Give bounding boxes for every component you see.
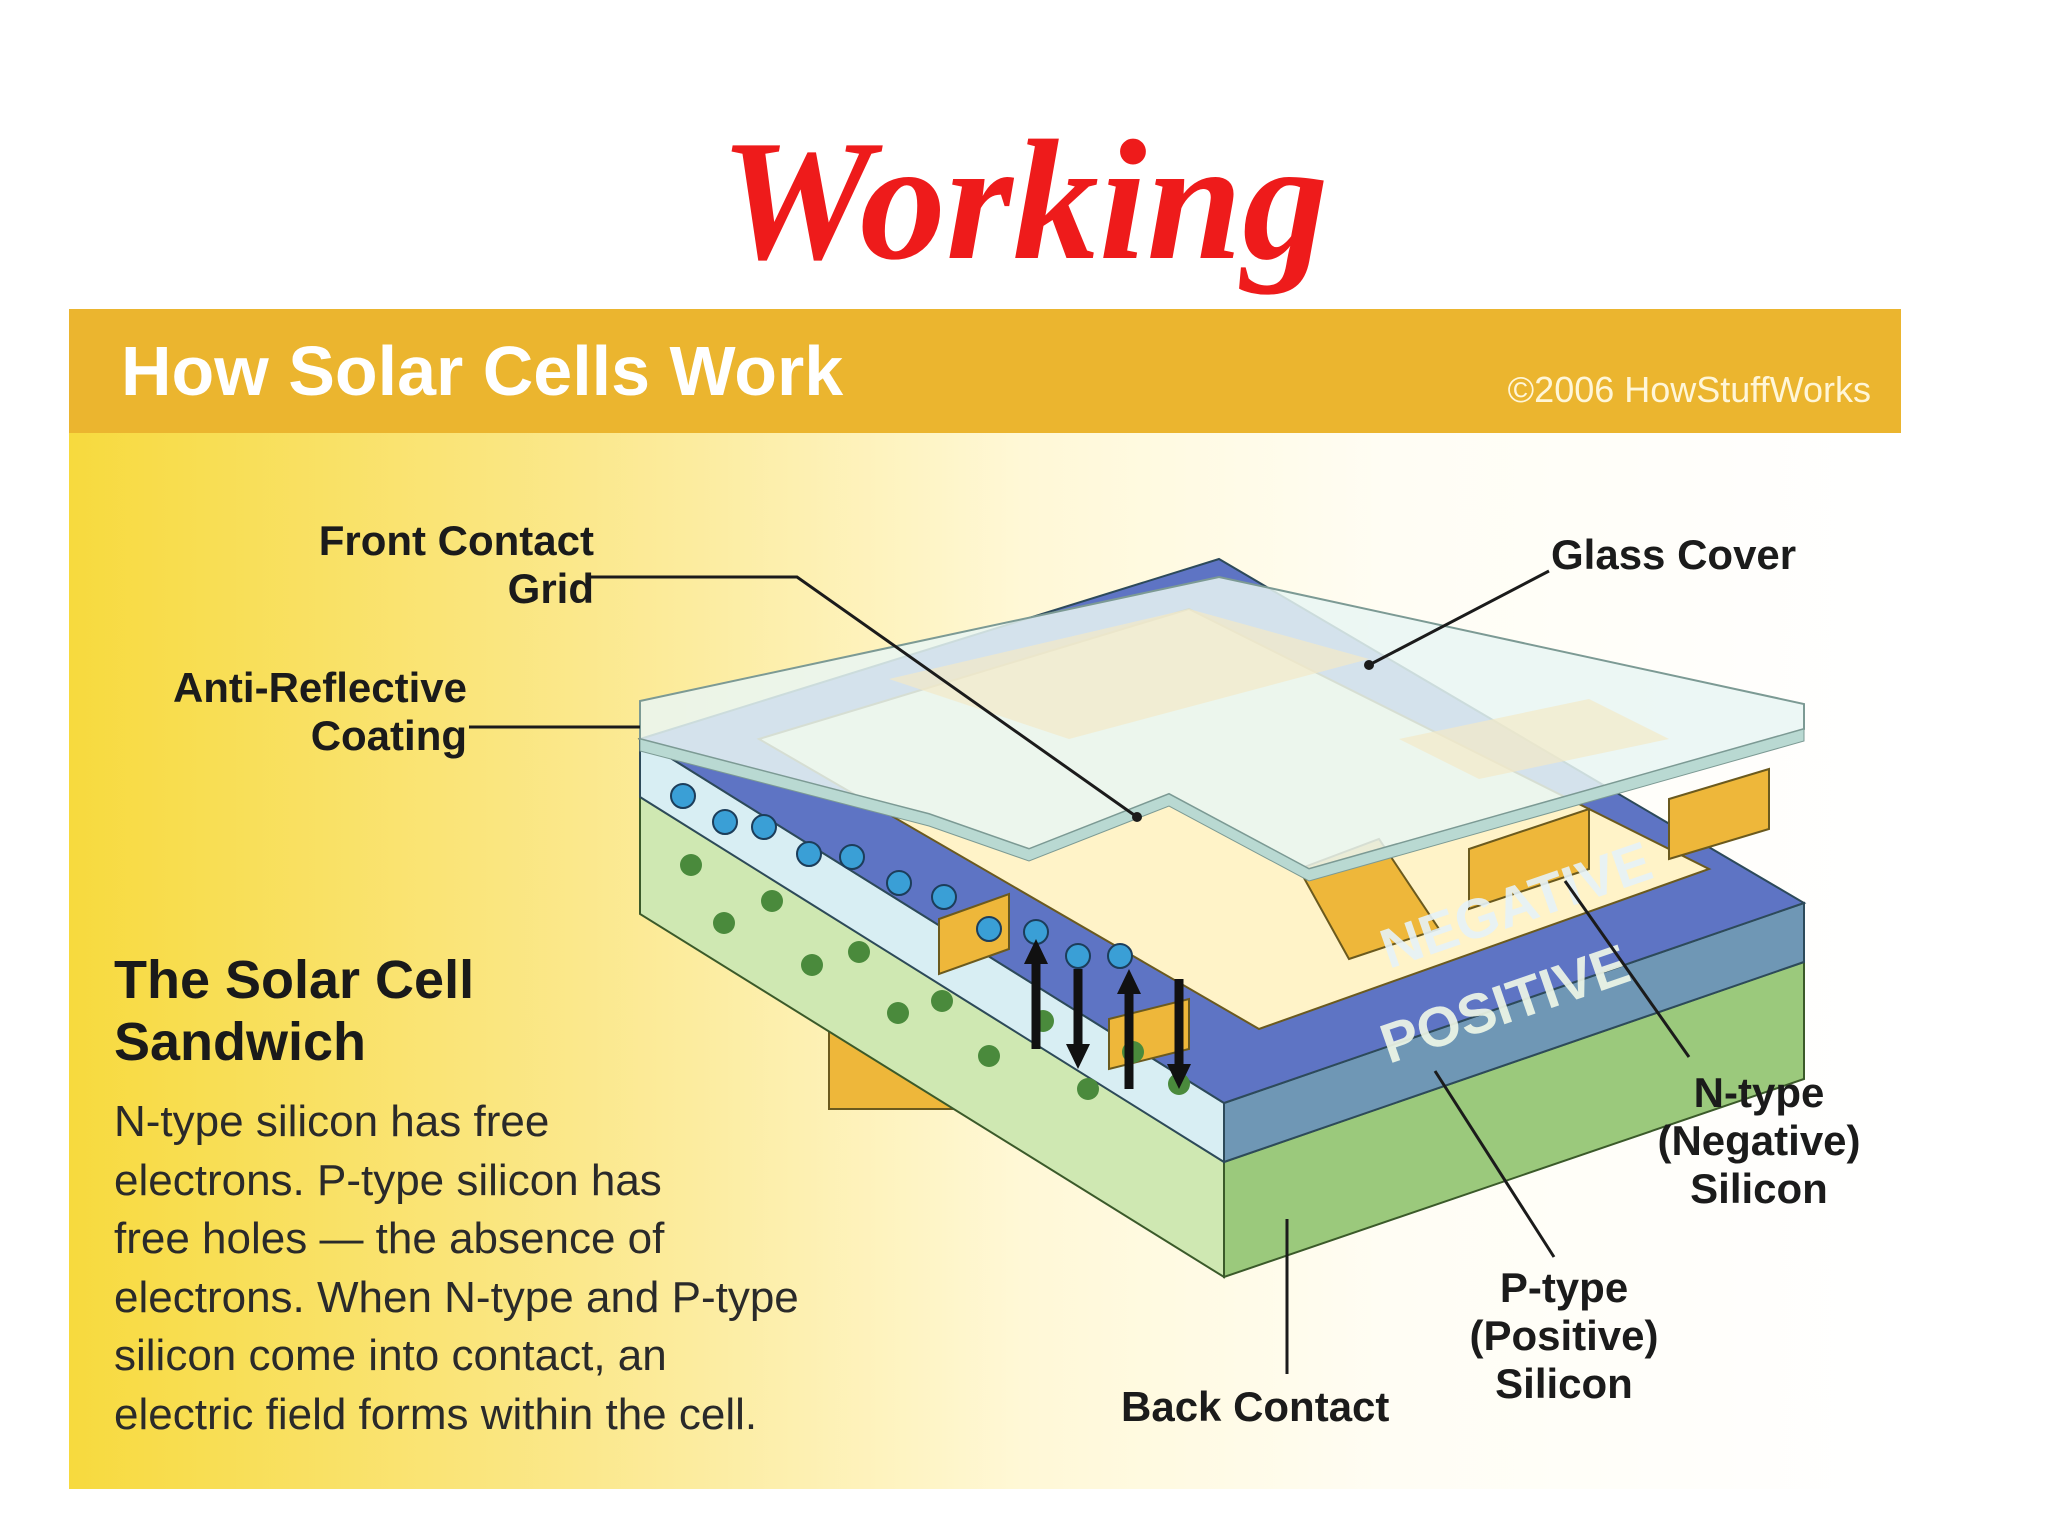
anti-reflective-line-2: Coating [310, 712, 467, 759]
n-type-line-1: N-type [1693, 1069, 1825, 1116]
hole [801, 954, 823, 976]
n-type-leader [1563, 880, 1691, 1058]
front-contact-grid-pointer [1132, 812, 1142, 822]
glass-cover-pointer [1364, 660, 1374, 670]
front-contact-grid-line-2: Grid [507, 565, 594, 612]
solar-cell-diagram: NEGATIVE POSITIVE [469, 557, 1807, 1374]
p-type-line-2: (Positive) [1469, 1312, 1659, 1359]
glass-cover-label: Glass Cover [1551, 531, 1797, 578]
p-type-leader [1433, 1070, 1556, 1258]
slide-title: Working [719, 106, 1329, 296]
glass-cover-leader [1368, 569, 1550, 667]
anti-reflective-line-1: Anti-Reflective [172, 664, 467, 711]
panel-heading: How Solar Cells Work [121, 332, 844, 410]
glass-cover-highlight [1399, 699, 1669, 779]
leader-lines [469, 569, 1691, 1374]
anti-reflective-coating-label: Anti-Reflective Coating [69, 664, 467, 760]
glass-cover-edge [639, 728, 1805, 882]
panel-header: How Solar Cells Work ©2006 HowStuffWorks [69, 309, 1901, 433]
sandwich-title-line-2: Sandwich [114, 1012, 367, 1072]
electron [931, 884, 957, 910]
electron [712, 809, 738, 835]
electron [796, 841, 822, 867]
p-type-line-3: Silicon [1495, 1360, 1633, 1407]
sandwich-title: The Solar Cell Sandwich [114, 949, 474, 1073]
electron [1065, 943, 1091, 969]
n-type-silicon-label: N-type (Negative) Silicon [1629, 1069, 1889, 1213]
sandwich-line: electrons. P-type silicon has [114, 1155, 662, 1205]
sandwich-description: N-type silicon has free electrons. P-typ… [114, 1093, 1034, 1444]
hole [931, 990, 953, 1012]
electron-group [670, 783, 1133, 969]
electron [670, 783, 696, 809]
electron [886, 870, 912, 896]
front-contact-finger-5 [1668, 767, 1770, 861]
electron [1107, 943, 1133, 969]
copyright-notice: ©2006 HowStuffWorks [1507, 369, 1871, 410]
hole [761, 890, 783, 912]
electron [976, 916, 1002, 942]
n-type-line-2: (Negative) [1657, 1117, 1861, 1164]
sandwich-line: silicon come into contact, an [114, 1331, 667, 1380]
n-type-line-3: Silicon [1690, 1165, 1828, 1212]
front-contact-grid-line-1: Front Contact [318, 517, 594, 564]
p-type-silicon-label: P-type (Positive) Silicon [1434, 1264, 1694, 1408]
hole [978, 1045, 1000, 1067]
hole [680, 854, 702, 876]
p-type-line-1: P-type [1499, 1264, 1629, 1311]
sandwich-title-line-1: The Solar Cell [114, 950, 475, 1010]
electron [839, 844, 865, 870]
front-contact-finger-4 [1468, 807, 1590, 911]
front-contact-grid-label: Front Contact Grid [249, 517, 594, 613]
sandwich-line: free holes — the absence of [114, 1214, 665, 1263]
hole [848, 941, 870, 963]
sandwich-line: electric field forms within the cell. [114, 1389, 758, 1439]
electric-field-arrows [1024, 939, 1191, 1089]
back-contact-label: Back Contact [1121, 1383, 1390, 1430]
sandwich-line: N-type silicon has free [114, 1097, 550, 1146]
solar-cell-panel: How Solar Cells Work ©2006 HowStuffWorks [69, 309, 1901, 1489]
hole [713, 912, 735, 934]
hole [1077, 1078, 1099, 1100]
front-contact-grid-leader [591, 575, 1138, 819]
electron [751, 814, 777, 840]
front-contact-finger-1 [938, 892, 1010, 976]
sandwich-line: electrons. When N-type and P-type [114, 1272, 799, 1322]
hole [887, 1002, 909, 1024]
glass-cover-highlight [889, 609, 1369, 739]
